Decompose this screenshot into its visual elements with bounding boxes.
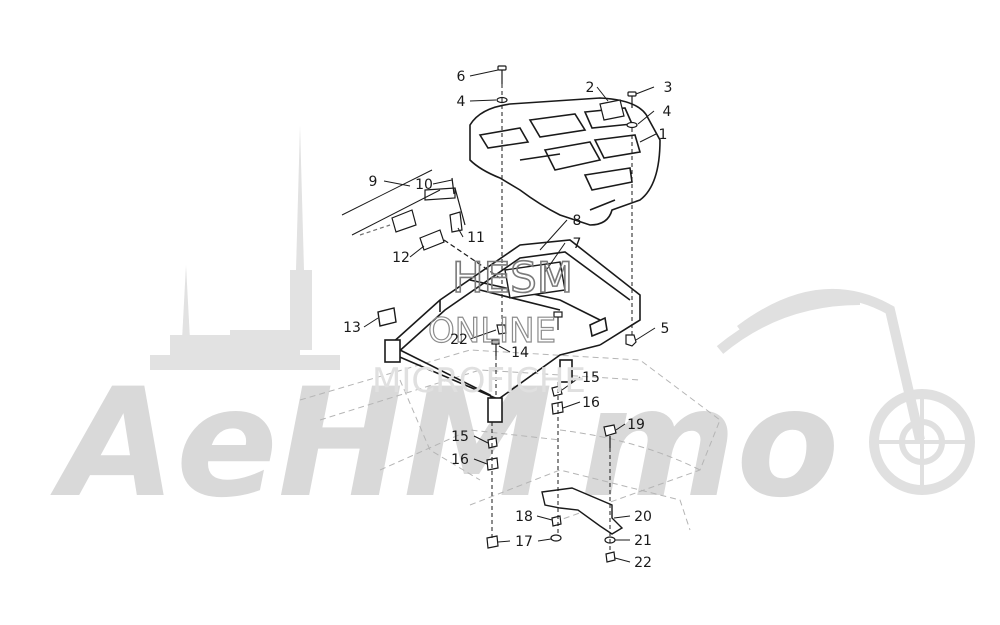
callout-15-right: 15: [582, 370, 600, 386]
callout-18: 18: [515, 509, 533, 525]
callout-12: 12: [392, 250, 410, 266]
assembly-lines: [491, 84, 633, 552]
callout-20: 20: [634, 509, 652, 525]
callout-15-left: 15: [451, 429, 469, 445]
rack-frame: [384, 239, 641, 423]
callout-13: 13: [343, 320, 361, 336]
callout-1: 1: [659, 127, 668, 143]
callout-17: 17: [515, 534, 533, 550]
watermark-brand-tail: mo: [580, 357, 839, 531]
watermark-skyline: [150, 125, 340, 370]
callout-9: 9: [369, 174, 378, 190]
callout-2: 2: [586, 80, 595, 96]
latch-assembly: [341, 169, 501, 279]
bracket-7: [504, 261, 566, 299]
callout-21: 21: [634, 533, 652, 549]
callout-labels: 1 2 3 4 4 5 6 7 8 9 10 11 12 13 14 15 15…: [343, 69, 672, 571]
callout-7: 7: [573, 236, 582, 252]
callout-22-bottom: 22: [634, 555, 652, 571]
callout-16-right: 16: [582, 395, 600, 411]
leader-lines: [363, 69, 657, 563]
rack-cover: [469, 97, 661, 226]
bracket-20: [541, 487, 624, 535]
bushing-13: [377, 307, 397, 327]
callout-19: 19: [627, 417, 645, 433]
callout-16-left: 16: [451, 452, 469, 468]
callout-4-right: 4: [663, 104, 672, 120]
watermark-motorcycle: [716, 289, 975, 495]
vehicle-ghost-outline: [299, 349, 721, 531]
callout-5: 5: [661, 321, 670, 337]
callout-6: 6: [457, 69, 466, 85]
watermark-online: ONLINE: [428, 311, 556, 351]
watermark-overlay: HESM ONLINE MICROFICHE: [372, 252, 586, 401]
callout-8: 8: [573, 213, 582, 229]
callout-3: 3: [664, 80, 673, 96]
callout-10: 10: [415, 177, 433, 193]
callout-22-top: 22: [450, 332, 468, 348]
callout-4-left: 4: [457, 94, 466, 110]
callout-14: 14: [511, 345, 529, 361]
callout-11: 11: [467, 230, 485, 246]
watermark-brand: AeHM mo: [50, 357, 839, 531]
watermark-microfiche: MICROFICHE: [372, 361, 586, 401]
watermark-hesm: HESM: [452, 253, 573, 302]
